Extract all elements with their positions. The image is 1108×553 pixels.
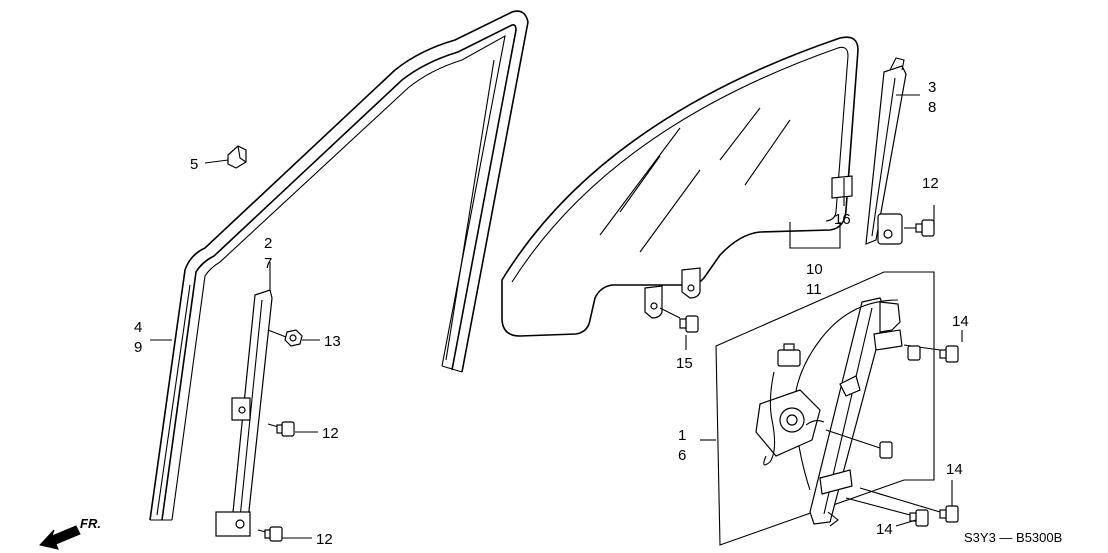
callout-15: 15 <box>676 355 693 372</box>
callout-4: 4 <box>134 319 142 336</box>
door-glass <box>501 36 859 337</box>
callout-14-lower-left: 14 <box>876 521 893 538</box>
clip-part <box>227 145 247 169</box>
bolt-14-lower-right <box>859 487 959 523</box>
leader-lines <box>150 94 963 539</box>
callout-1: 1 <box>678 427 686 444</box>
diagram-code: S3Y3 — B5300B <box>964 530 1062 545</box>
callout-3: 3 <box>928 79 936 96</box>
front-channel <box>215 289 273 537</box>
front-direction-marker: FR. <box>39 516 101 550</box>
callout-16: 16 <box>834 211 851 228</box>
callout-labels: 1 6 2 7 3 8 4 9 5 10 11 12 12 12 13 14 1… <box>134 79 969 548</box>
callout-11: 11 <box>806 281 822 298</box>
bolt-regulator-middle <box>825 429 893 459</box>
callout-9: 9 <box>134 339 142 356</box>
regulator-box <box>715 271 935 546</box>
bolt-12-lower-left <box>257 526 283 542</box>
callout-13: 13 <box>324 333 341 350</box>
callout-5: 5 <box>190 156 198 173</box>
bolt-12-right <box>904 219 935 237</box>
bolt-12-upper-left <box>267 421 295 437</box>
rear-channel <box>865 57 907 245</box>
callout-2: 2 <box>264 235 272 252</box>
label-16 <box>831 175 853 199</box>
bolt-15 <box>659 307 699 333</box>
callout-12-right: 12 <box>922 175 939 192</box>
window-regulator <box>755 297 903 527</box>
nut-13 <box>267 329 303 347</box>
callout-14-lower-right: 14 <box>946 461 963 478</box>
bolt-14-upper <box>903 344 959 363</box>
door-run-channel <box>149 10 529 521</box>
callout-7: 7 <box>264 255 272 272</box>
callout-12-upper-left: 12 <box>322 425 339 442</box>
arrow-icon <box>39 525 81 550</box>
callout-6: 6 <box>678 447 686 464</box>
callout-8: 8 <box>928 99 936 116</box>
callout-10: 10 <box>806 261 823 278</box>
callout-14-upper: 14 <box>952 313 969 330</box>
callout-12-lower-left: 12 <box>316 531 333 548</box>
front-label: FR. <box>80 516 101 531</box>
